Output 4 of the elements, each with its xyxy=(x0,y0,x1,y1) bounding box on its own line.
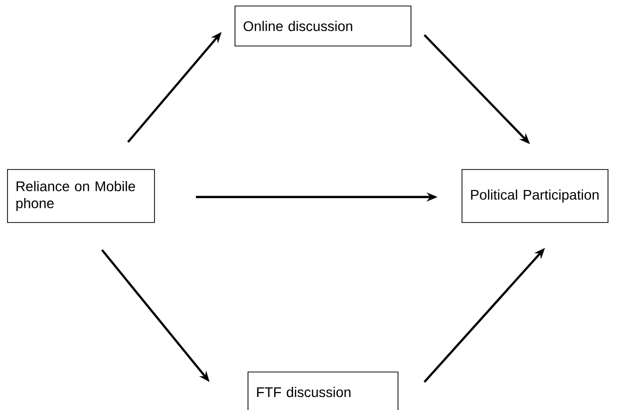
text-box: Reliance on Mobile phone xyxy=(7,169,155,223)
text-box: FTF discussion xyxy=(248,372,398,410)
text-box: Political Participation xyxy=(462,169,608,223)
text-box: Online discussion xyxy=(234,6,412,46)
